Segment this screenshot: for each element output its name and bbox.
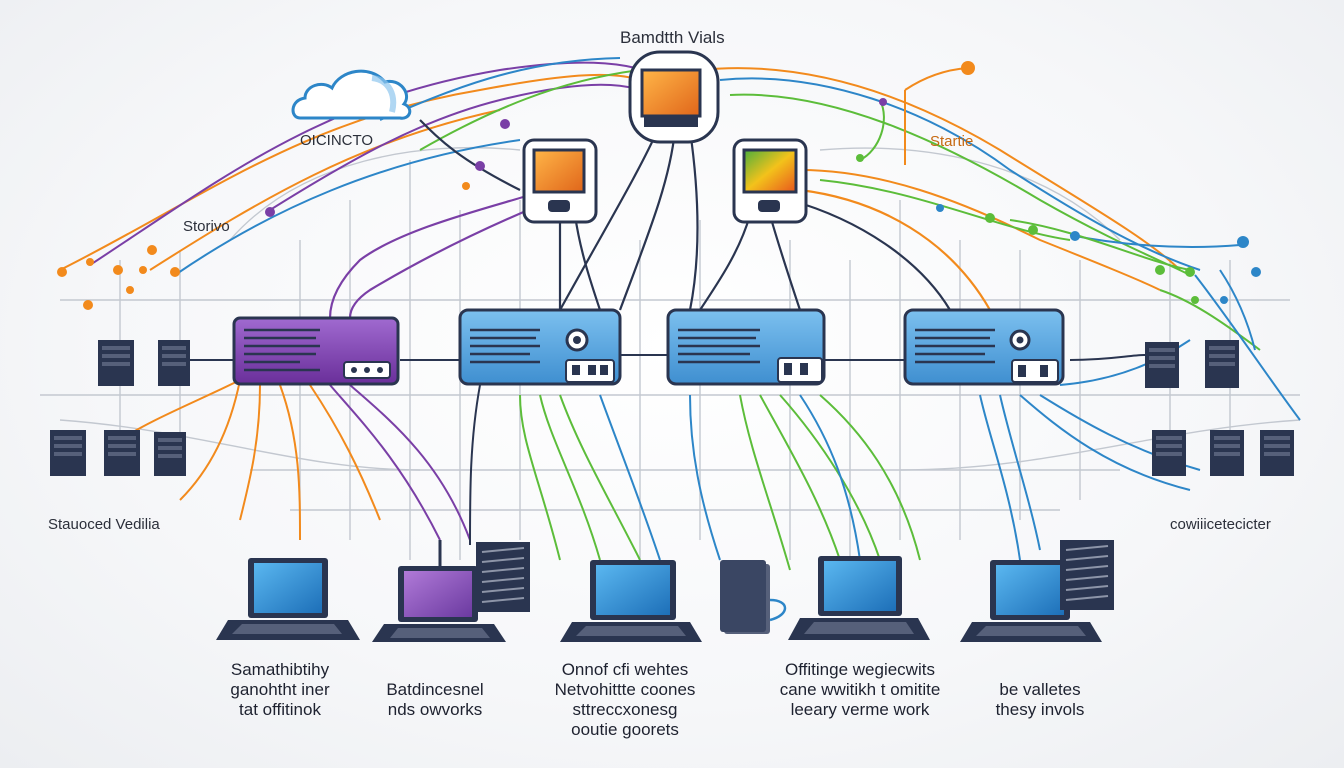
router-icon[interactable] [666,308,826,386]
caption-line: Offitinge wegiecwits [785,660,935,679]
caption-2: Batdincesnel nds owvorks [370,680,500,720]
server-icon[interactable] [1152,430,1186,476]
caption-line: cane wwitikh t omitite [779,680,941,699]
caption-line: Samathibtihy [230,660,330,679]
router-icon[interactable] [232,316,400,386]
connection-nodes [57,61,1261,310]
background-wire-grid [40,146,1301,560]
left-mid-label: Storivo [183,218,230,235]
monitor-icon[interactable] [732,138,808,224]
server-icon[interactable] [104,430,140,476]
server-icon[interactable] [98,340,134,386]
cloud-icon [291,69,412,120]
caption-line: ganohtht iner [230,680,330,699]
caption-5: be valletes thesy invols [975,680,1105,720]
monitor-icon[interactable] [628,50,720,144]
monitor-icon[interactable] [522,138,598,224]
cloud-label: OICINCTO [300,132,374,149]
server-icon[interactable] [1205,340,1239,388]
left-bottom-label: Stauoced Vedilia [48,516,160,533]
monitor-to-router-wires [328,119,991,319]
caption-line: thesy invols [995,700,1085,719]
caption-4: Offitinge wegiecwits cane wwitikh t omit… [760,660,960,720]
caption-line: sttreccxonesg [572,700,678,719]
server-icon[interactable] [1145,342,1179,388]
laptop-icon[interactable] [788,556,930,640]
right-top-label: Startie [930,133,974,150]
server-icon[interactable] [720,560,787,634]
caption-1: Samathibtihy ganohtht iner tat offitinok [200,660,360,720]
server-icon[interactable] [1260,430,1294,476]
laptop-icon[interactable] [560,560,702,642]
server-icon[interactable] [158,340,190,386]
right-bottom-label: cowiiicetecicter [1170,516,1271,533]
caption-line: Batdincesnel [386,680,484,699]
server-icon[interactable] [154,432,186,476]
caption-line: ooutie goorets [571,720,679,739]
laptop-icon[interactable] [960,540,1114,642]
caption-line: Onnof cfi wehtes [561,660,689,679]
diagram-title: Bamdtth Vials [620,28,725,47]
router-icon[interactable] [903,308,1065,386]
laptop-icon[interactable] [216,558,360,640]
caption-line: nds owvorks [387,700,483,719]
caption-line: Netvohittte coones [554,680,696,699]
caption-line: leeary verme work [790,700,930,719]
server-icon[interactable] [1210,430,1244,476]
router-icon[interactable] [458,308,622,386]
caption-3: Onnof cfi wehtes Netvohittte coones sttr… [535,660,715,740]
caption-line: be valletes [999,680,1081,699]
laptop-icon[interactable] [372,540,530,642]
caption-line: tat offitinok [239,700,321,719]
server-icon[interactable] [50,430,86,476]
lower-wires [119,269,1301,571]
